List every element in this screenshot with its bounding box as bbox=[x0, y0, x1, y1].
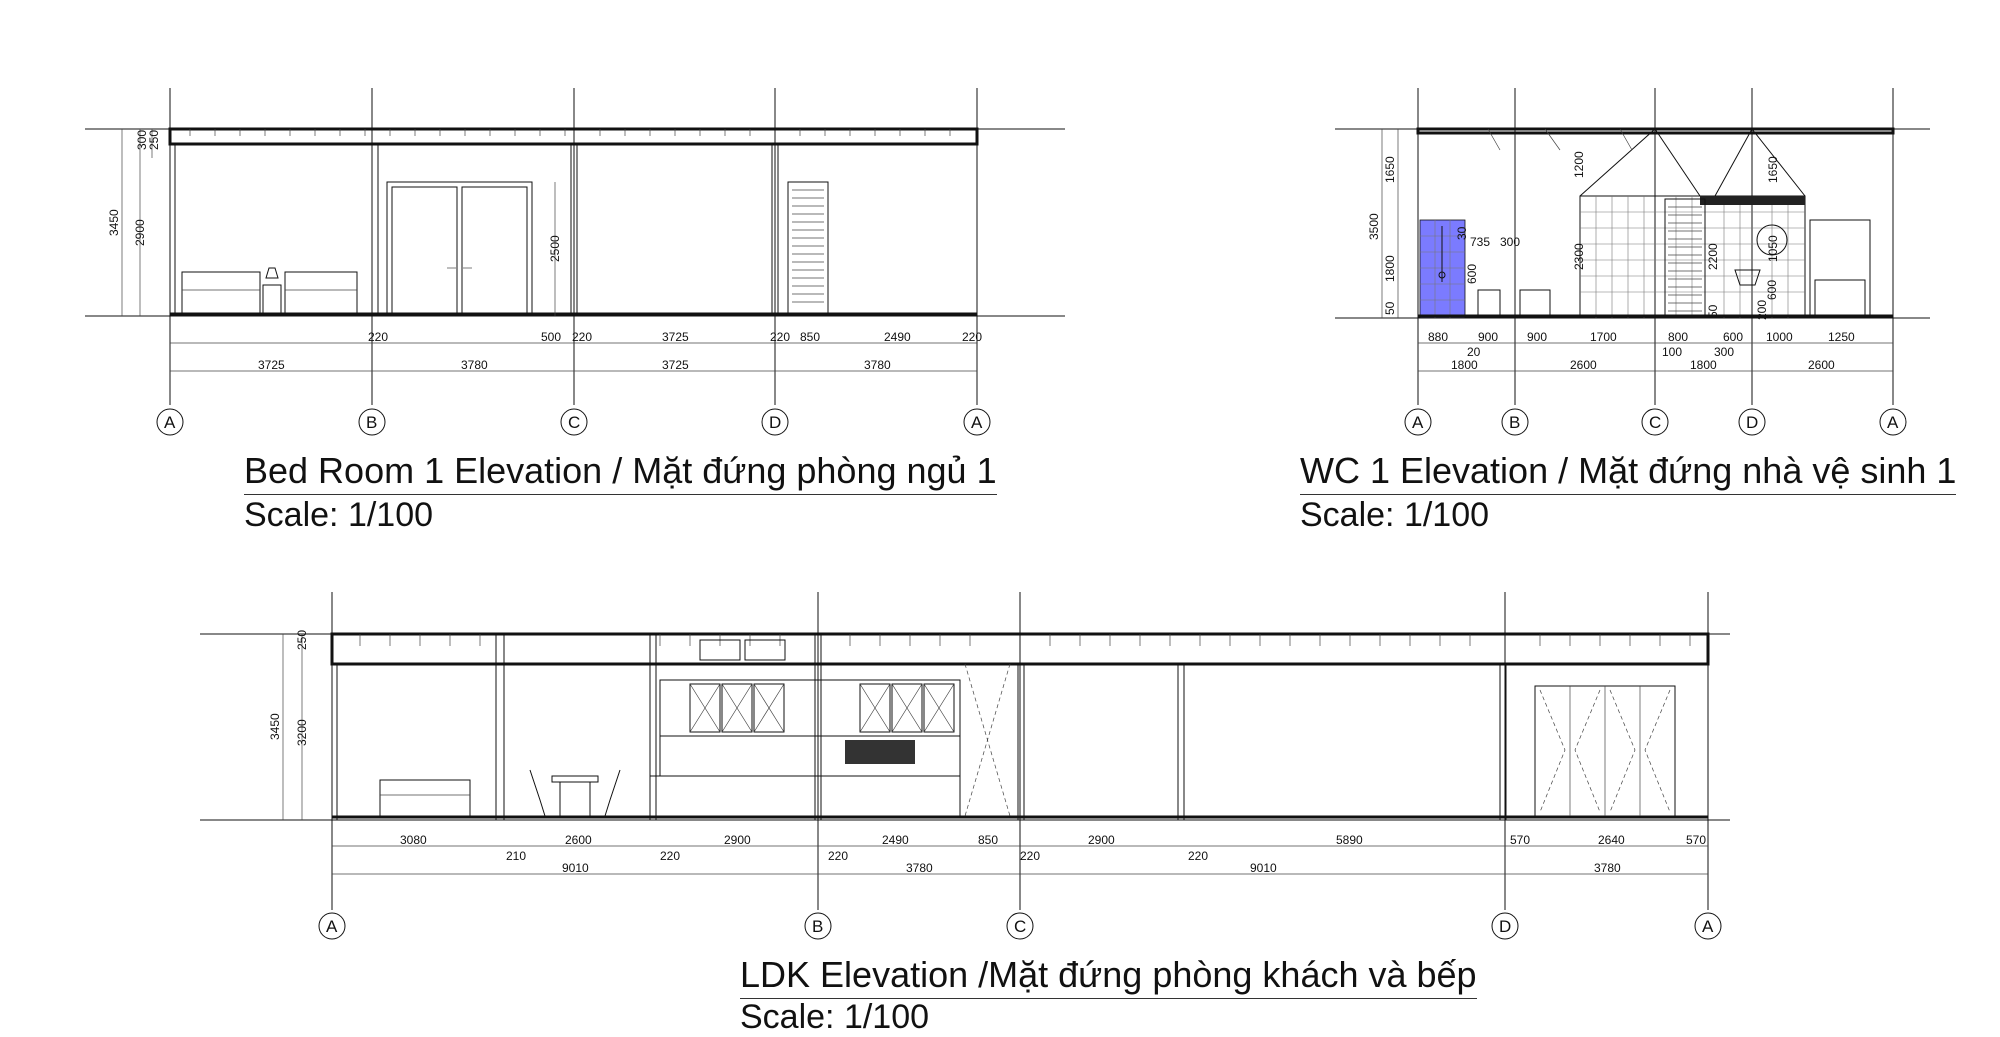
dim-label: 2490 bbox=[882, 833, 909, 847]
vertical-dim: 2200 bbox=[1706, 243, 1720, 270]
vertical-dim: 3450 bbox=[107, 209, 121, 236]
grid-bubble-label: A bbox=[1702, 917, 1714, 936]
dim-label: 3780 bbox=[461, 358, 488, 372]
grid-bubble-label: B bbox=[366, 413, 377, 432]
dim-label: 300 bbox=[1714, 345, 1734, 359]
grid-bubble-label: A bbox=[971, 413, 983, 432]
wc-elevation-scale: Scale: 1/100 bbox=[1300, 496, 1490, 534]
dim-label: 9010 bbox=[562, 861, 589, 875]
vertical-dim: 1650 bbox=[1383, 156, 1397, 183]
dim-label: 2600 bbox=[1808, 358, 1835, 372]
vertical-dim: 250 bbox=[147, 130, 161, 150]
dim-label: 1000 bbox=[1766, 330, 1793, 344]
dim-label: 20 bbox=[1467, 345, 1481, 359]
grid-bubble-label: C bbox=[568, 413, 580, 432]
vertical-dim: 600 bbox=[1765, 280, 1779, 300]
vertical-dim: 3500 bbox=[1367, 213, 1381, 240]
ldk-elevation-scale: Scale: 1/100 bbox=[740, 998, 930, 1036]
vertical-dim: 3200 bbox=[295, 719, 309, 746]
dim-label: 3080 bbox=[400, 833, 427, 847]
dim-label: 220 bbox=[660, 849, 680, 863]
dim-label: 3780 bbox=[864, 358, 891, 372]
grid-bubble-label: C bbox=[1649, 413, 1661, 432]
grid-bubble-label: A bbox=[1887, 413, 1899, 432]
vertical-dim: 300 bbox=[135, 130, 149, 150]
dim-label: 2900 bbox=[724, 833, 751, 847]
dim-label: 220 bbox=[1188, 849, 1208, 863]
grid-bubble-label: C bbox=[1014, 917, 1026, 936]
grid-bubble-label: B bbox=[812, 917, 823, 936]
dim-label: 600 bbox=[1723, 330, 1743, 344]
dim-label: 800 bbox=[1668, 330, 1688, 344]
dim-label: 3780 bbox=[1594, 861, 1621, 875]
dim-label: 220 bbox=[828, 849, 848, 863]
dim-label: 1250 bbox=[1828, 330, 1855, 344]
dim-label: 1700 bbox=[1590, 330, 1617, 344]
dim-label: 3725 bbox=[662, 358, 689, 372]
dim-label: 2600 bbox=[565, 833, 592, 847]
dim-label: 220 bbox=[962, 330, 982, 344]
ldk-elevation: 250 3450 3200 3080 2600 2900 2490 850 29… bbox=[200, 592, 1730, 940]
vertical-dim: 3450 bbox=[268, 713, 282, 740]
ldk-elevation-title: LDK Elevation /Mặt đứng phòng khách và b… bbox=[740, 954, 1477, 999]
dim-label: 570 bbox=[1510, 833, 1530, 847]
dim-label: 220 bbox=[368, 330, 388, 344]
dim-label: 100 bbox=[1662, 345, 1682, 359]
dim-label: 900 bbox=[1527, 330, 1547, 344]
dim-label: 850 bbox=[800, 330, 820, 344]
dim-label: 220 bbox=[572, 330, 592, 344]
vertical-dim: 1650 bbox=[1766, 156, 1780, 183]
dim-label: 880 bbox=[1428, 330, 1448, 344]
bedroom-elevation: 300 250 3450 2900 2500 220 500 220 3725 … bbox=[85, 88, 1065, 436]
vertical-dim: 30 bbox=[1455, 226, 1469, 240]
grid-bubble-label: D bbox=[1746, 413, 1758, 432]
wc-elevation-title: WC 1 Elevation / Mặt đứng nhà vệ sinh 1 bbox=[1300, 450, 1957, 495]
grid-bubble-label: D bbox=[1499, 917, 1511, 936]
vertical-dim: 1800 bbox=[1383, 255, 1397, 282]
dim-label: 2490 bbox=[884, 330, 911, 344]
dim-label: 3725 bbox=[662, 330, 689, 344]
vertical-dim: 50 bbox=[1706, 304, 1720, 318]
vertical-dim: 1050 bbox=[1766, 235, 1780, 262]
vertical-dim: 2300 bbox=[1572, 243, 1586, 270]
dim-label: 3780 bbox=[906, 861, 933, 875]
dim-label: 2640 bbox=[1598, 833, 1625, 847]
dim-label: 220 bbox=[1020, 849, 1040, 863]
dim-label: 735 bbox=[1470, 235, 1490, 249]
dim-label: 9010 bbox=[1250, 861, 1277, 875]
vertical-dim: 2500 bbox=[548, 235, 562, 262]
vertical-dim: 200 bbox=[1755, 300, 1769, 320]
grid-bubble-label: A bbox=[1412, 413, 1424, 432]
vertical-dim: 2900 bbox=[133, 219, 147, 246]
vertical-dim: 1200 bbox=[1572, 151, 1586, 178]
dim-label: 1800 bbox=[1690, 358, 1717, 372]
dim-label: 210 bbox=[506, 849, 526, 863]
dim-label: 220 bbox=[770, 330, 790, 344]
bedroom-elevation-title: Bed Room 1 Elevation / Mặt đứng phòng ng… bbox=[244, 450, 997, 495]
dim-label: 570 bbox=[1686, 833, 1706, 847]
dim-label: 500 bbox=[541, 330, 561, 344]
grid-bubble-label: B bbox=[1509, 413, 1520, 432]
grid-bubble-label: D bbox=[769, 413, 781, 432]
dim-label: 900 bbox=[1478, 330, 1498, 344]
dim-label: 2600 bbox=[1570, 358, 1597, 372]
wc-elevation: 3500 1650 1800 50 1200 2300 1650 2200 10… bbox=[1335, 88, 1930, 436]
dim-label: 2900 bbox=[1088, 833, 1115, 847]
vertical-dim: 250 bbox=[295, 630, 309, 650]
bedroom-elevation-scale: Scale: 1/100 bbox=[244, 496, 434, 534]
grid-bubble-label: A bbox=[164, 413, 176, 432]
vertical-dim: 50 bbox=[1383, 301, 1397, 315]
dim-label: 300 bbox=[1500, 235, 1520, 249]
dim-label: 1800 bbox=[1451, 358, 1478, 372]
grid-bubble-label: A bbox=[326, 917, 338, 936]
dim-label: 850 bbox=[978, 833, 998, 847]
vertical-dim: 600 bbox=[1465, 264, 1479, 284]
dim-label: 5890 bbox=[1336, 833, 1363, 847]
dim-label: 3725 bbox=[258, 358, 285, 372]
